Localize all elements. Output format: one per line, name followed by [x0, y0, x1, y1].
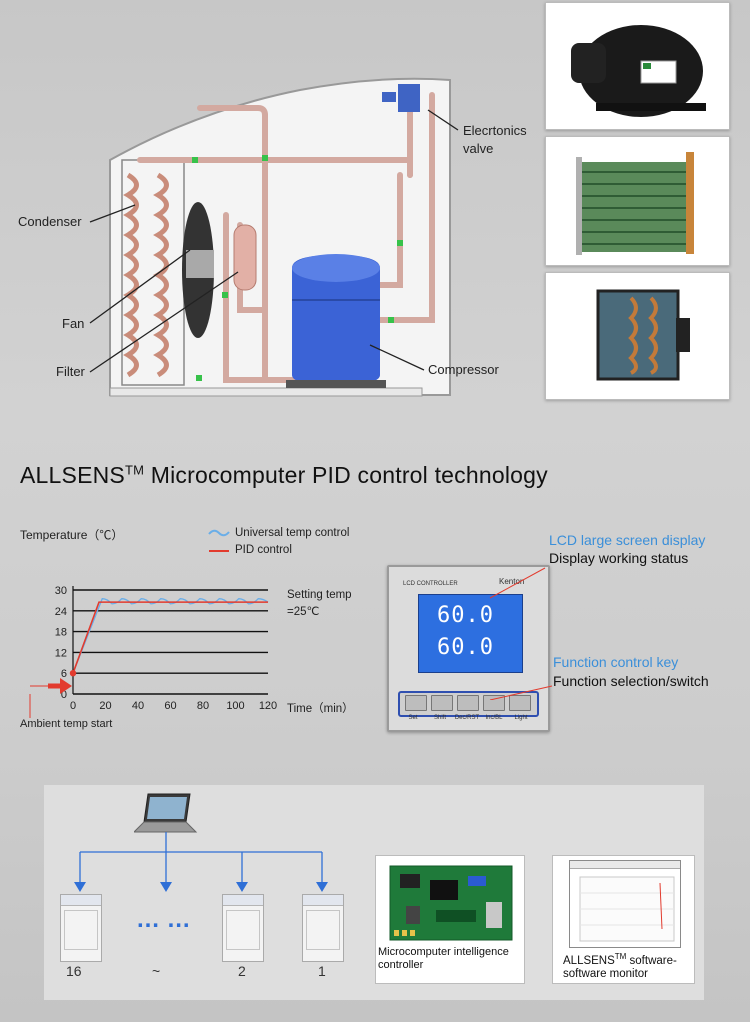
- y-tick-30: 30: [55, 585, 67, 597]
- condenser-label: Condenser: [18, 214, 82, 229]
- cabinet-16: [60, 894, 102, 962]
- key-button-0[interactable]: [405, 695, 427, 711]
- setting-temp-line2: =25℃: [287, 606, 320, 618]
- key-label-0: Set: [408, 715, 418, 721]
- key-title: Function control key: [553, 654, 679, 670]
- y-tick-0: 0: [61, 689, 67, 701]
- ambient-arrow-head: [60, 678, 72, 694]
- pcb-image: [389, 865, 513, 941]
- x-tick-0: 0: [70, 700, 76, 712]
- ellipsis-dots: … …: [136, 906, 191, 933]
- controller-brand-label: LCD CONTROLLER: [403, 581, 458, 587]
- series-line-universal: [72, 598, 269, 674]
- x-tick-120: 120: [259, 700, 277, 712]
- unit-number-16: 16: [66, 963, 82, 979]
- key-labels: Set Shift Dec/RST Inc/BL Light: [399, 715, 537, 725]
- laptop-icon: [134, 793, 198, 833]
- compressor-photo: [545, 2, 730, 130]
- valve-label: Elecrtonics valve: [463, 122, 527, 158]
- software-graph: [579, 876, 675, 942]
- software-caption-brand: ALLSENS: [563, 954, 615, 967]
- y-tick-12: 12: [55, 647, 67, 659]
- fan-condenser-image: [596, 289, 690, 381]
- fan-label: Fan: [62, 316, 85, 331]
- pid-chart: 0 6 12 18 24 30 0 20 40 60 80 100 120: [29, 585, 277, 718]
- software-card: ALLSENSTM software- software monitor: [552, 855, 695, 984]
- controller-callouts: [489, 567, 553, 700]
- board-caption: Microcomputer intelligence controller: [378, 946, 509, 971]
- unit-number-tilde: ~: [152, 963, 161, 979]
- lcd-subtitle: Display working status: [549, 550, 689, 566]
- valve-label-line2: valve: [463, 141, 494, 156]
- y-tick-6: 6: [61, 668, 67, 680]
- network-lines: [74, 832, 328, 892]
- valve-label-line1: Elecrtonics: [463, 123, 527, 138]
- x-tick-60: 60: [164, 700, 176, 712]
- title-brand: ALLSENS: [20, 462, 125, 488]
- y-tick-24: 24: [55, 606, 67, 618]
- board-card: Microcomputer intelligence controller: [375, 855, 525, 984]
- title-tm: TM: [124, 462, 145, 478]
- software-caption-c: software monitor: [563, 967, 649, 980]
- cabinet-2: [222, 894, 264, 962]
- key-label-4: Light: [514, 715, 528, 721]
- y-tick-18: 18: [55, 627, 67, 639]
- series-line-pid: [72, 601, 268, 674]
- unit-number-1: 1: [318, 963, 326, 979]
- chart-ylabel: Temperature（℃）: [20, 528, 124, 542]
- key-label-2: Dec/RST: [454, 715, 480, 721]
- key-button-4[interactable]: [509, 695, 531, 711]
- refrigeration-diagram: [89, 77, 459, 397]
- legend-universal-label: Universal temp control: [235, 527, 350, 539]
- title-rest: Microcomputer PID control technology: [144, 462, 548, 488]
- compressor-label: Compressor: [428, 362, 499, 377]
- fan-condenser-photo: [545, 272, 730, 400]
- condenser-coil-image: [576, 152, 694, 255]
- controller-panel: LCD CONTROLLER Kenton 60.0 60.0 Set Shift…: [387, 565, 550, 732]
- lcd-reading-1: 60.0: [437, 603, 494, 628]
- lcd-reading-2: 60.0: [437, 635, 494, 660]
- x-tick-100: 100: [226, 700, 244, 712]
- x-tick-80: 80: [197, 700, 209, 712]
- software-window: [569, 860, 681, 948]
- key-row: [403, 695, 533, 711]
- x-tick-40: 40: [132, 700, 144, 712]
- filter-label: Filter: [56, 364, 85, 379]
- software-caption-tm: TM: [614, 952, 627, 961]
- condenser-coil-photo: [545, 136, 730, 266]
- software-caption: ALLSENSTM software- software monitor: [563, 950, 693, 981]
- lcd-title: LCD large screen display: [549, 532, 706, 548]
- key-button-2[interactable]: [457, 695, 479, 711]
- start-point: [69, 670, 77, 677]
- key-button-1[interactable]: [431, 695, 453, 711]
- key-label-3: Inc/BL: [485, 715, 503, 721]
- cabinet-1: [302, 894, 344, 962]
- section-title: ALLSENSTM Microcomputer PID control tech…: [20, 462, 548, 489]
- setting-temp-label: Setting temp =25℃: [287, 587, 352, 621]
- compressor-image: [571, 25, 706, 117]
- legend-pid-label: PID control: [235, 544, 292, 556]
- key-label-1: Shift: [433, 715, 446, 721]
- chart-xlabel: Time（min）: [287, 703, 354, 715]
- legend-pid-swatch: [209, 550, 229, 552]
- key-button-3[interactable]: [483, 695, 505, 711]
- x-tick-20: 20: [99, 700, 111, 712]
- unit-number-2: 2: [238, 963, 246, 979]
- setting-temp-line1: Setting temp: [287, 589, 352, 601]
- legend-universal-swatch: [208, 529, 230, 537]
- key-subtitle: Function selection/switch: [553, 673, 709, 689]
- controller-brand-name: Kenton: [499, 577, 525, 586]
- software-caption-b: software-: [626, 954, 677, 967]
- ambient-start-label: Ambient temp start: [20, 718, 113, 730]
- lcd-screen: 60.0 60.0: [418, 594, 523, 673]
